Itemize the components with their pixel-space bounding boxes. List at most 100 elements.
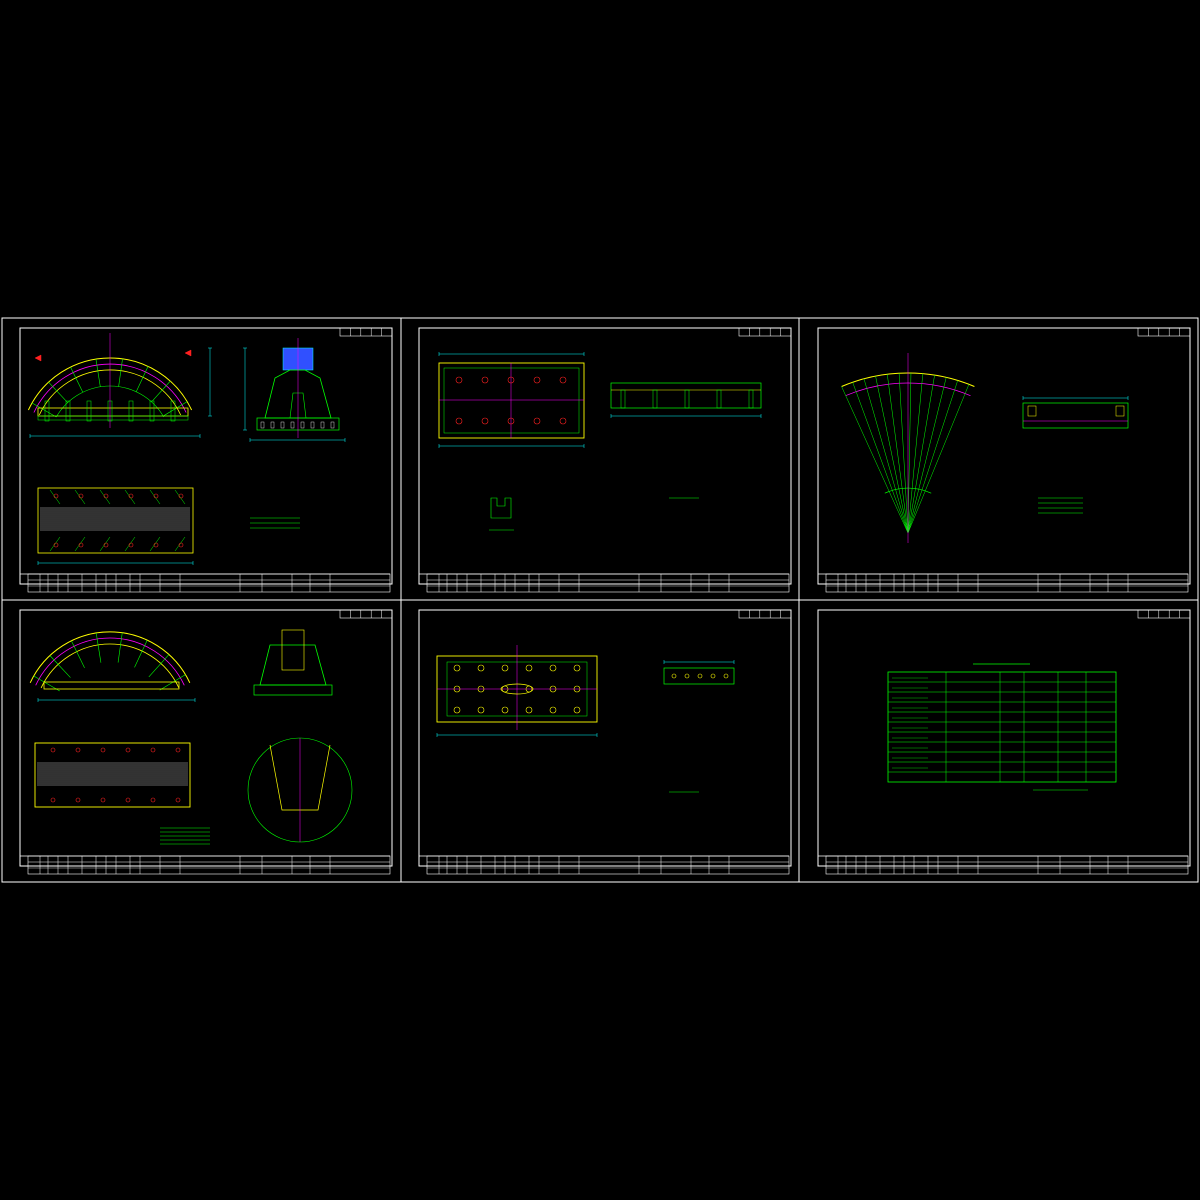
fan-ray: [907, 375, 935, 534]
section-anchor: [270, 421, 275, 429]
plan-rib: [124, 489, 136, 505]
plate-hole: [549, 706, 557, 714]
plan-bolt: [178, 542, 184, 548]
plan-bolt: [100, 797, 106, 803]
plate-hole: [501, 706, 509, 714]
plate-hole: [525, 706, 533, 714]
arch-inner: [40, 643, 180, 689]
arch-spoke: [71, 640, 85, 669]
plate-hole: [573, 706, 581, 714]
side-stiffener: [716, 389, 722, 409]
web-post: [170, 400, 176, 422]
plate-hole: [477, 706, 485, 714]
title-block: [27, 573, 391, 593]
drawing-frame: [817, 327, 1191, 585]
stamp-box: [738, 327, 792, 337]
fan-ray: [907, 373, 924, 534]
fan-section-lug: [1027, 405, 1037, 417]
sheet-fan-radial: [817, 327, 1191, 593]
plate-bolt-hole: [559, 417, 567, 425]
plate-bolt-hole: [455, 417, 463, 425]
sheet-plate-plan: [418, 327, 792, 593]
fan-ray: [907, 373, 912, 534]
plate-hole: [501, 664, 509, 672]
side-stiffener: [684, 389, 690, 409]
arch-spoke: [95, 359, 101, 387]
fan-ray: [841, 386, 909, 534]
arch-centerline: [35, 637, 185, 686]
plan-bolt: [128, 542, 134, 548]
stamp-box: [339, 609, 393, 619]
arch-spoke: [135, 366, 149, 392]
stamp-box: [1137, 327, 1191, 337]
fan-ray: [907, 384, 970, 534]
plate-hole: [549, 685, 557, 693]
plan-outline: [34, 742, 191, 808]
plan-bolt: [53, 493, 59, 499]
arch-outer: [29, 631, 191, 684]
section-anchor: [310, 421, 315, 429]
web-post: [128, 400, 134, 422]
section-anchor: [300, 421, 305, 429]
plan-bolt: [75, 797, 81, 803]
sheet-arch-segment-b: [19, 609, 393, 875]
arch-spoke: [95, 633, 102, 663]
side-hole: [697, 673, 703, 679]
plan-bolt: [103, 493, 109, 499]
arch-spoke: [117, 632, 123, 663]
marker-arrow: [34, 354, 42, 362]
web-post: [44, 400, 50, 422]
stamp-box: [738, 609, 792, 619]
plan-bolt: [78, 493, 84, 499]
plan-bolt: [178, 493, 184, 499]
stamp-box: [1137, 609, 1191, 619]
plate-hole: [549, 664, 557, 672]
fan-ray: [875, 376, 909, 534]
plate-hole: [453, 685, 461, 693]
marker-arrow: [184, 349, 192, 357]
plan-rib: [174, 489, 186, 505]
plate-bolt-hole: [507, 376, 515, 384]
plate-bolt-hole: [455, 376, 463, 384]
plan-bolt: [100, 747, 106, 753]
plan-bolt: [150, 747, 156, 753]
arch-spoke: [118, 358, 123, 387]
section-anchor: [290, 421, 295, 429]
arch-spoke: [148, 654, 170, 678]
plan-rib: [99, 489, 111, 505]
side-hole: [723, 673, 729, 679]
title-block: [825, 855, 1189, 875]
plan-rib: [149, 536, 161, 552]
fan-ray: [907, 380, 958, 534]
arch-spoke: [49, 655, 71, 678]
plan-bolt: [75, 747, 81, 753]
plan-bolt: [128, 493, 134, 499]
plan-bolt: [150, 797, 156, 803]
plate-bolt-hole: [481, 376, 489, 384]
section-anchor: [330, 421, 335, 429]
schedule-table: [887, 671, 1117, 783]
section-anchor: [280, 421, 285, 429]
plate-bolt-hole: [507, 417, 515, 425]
arch-spoke: [48, 381, 68, 403]
side-hole: [710, 673, 716, 679]
sheet-plate-holes: [418, 609, 792, 875]
plan-rib: [149, 489, 161, 505]
plan-bolt: [175, 747, 181, 753]
plate-bolt-hole: [533, 376, 541, 384]
plan-outline: [37, 487, 194, 554]
title-block: [825, 573, 1189, 593]
plan-bolt: [50, 797, 56, 803]
side-elevation: [663, 667, 735, 685]
plate-outline: [438, 362, 585, 439]
side-stiffener: [652, 389, 658, 409]
plan-rib: [99, 536, 111, 552]
plan-bolt: [50, 747, 56, 753]
arch-spoke: [31, 402, 57, 418]
plan-rib: [174, 536, 186, 552]
drawing-frame: [418, 327, 792, 585]
arch-spoke: [151, 380, 171, 403]
side-hole: [671, 673, 677, 679]
plan-bolt: [125, 797, 131, 803]
